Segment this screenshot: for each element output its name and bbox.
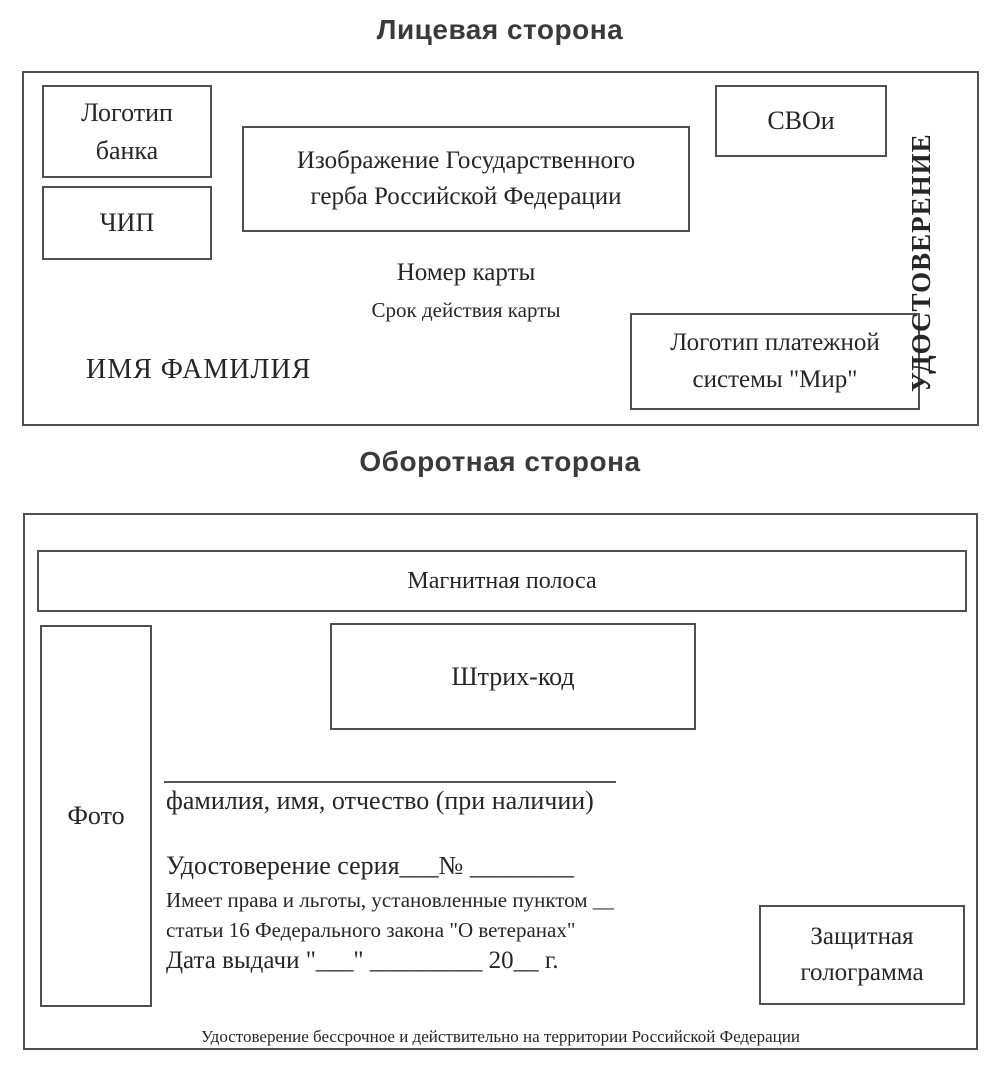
back-card: Магнитная полоса Фото Штрих-код фамилия,…	[23, 513, 978, 1050]
rights-line-2: статьи 16 Федерального закона "О ветеран…	[166, 918, 576, 942]
security-hologram-box: Защитная голограмма	[759, 905, 965, 1005]
front-card: Логотип банка ЧИП Изображение Государств…	[22, 71, 979, 426]
state-emblem-box: Изображение Государственного герба Росси…	[242, 126, 690, 232]
udostoverenie-vertical-label: УДОСТОВЕРЕНИЕ	[906, 133, 936, 393]
back-side-title: Оборотная сторона	[359, 446, 641, 477]
rights-line-1: Имеет права и льготы, установленные пунк…	[166, 888, 614, 912]
front-side-title: Лицевая сторона	[376, 14, 624, 45]
card-validity-label: Срок действия карты	[371, 298, 561, 322]
magnetic-stripe-box: Магнитная полоса	[37, 550, 967, 612]
cardholder-name-label: ИМЯ ФАМИЛИЯ	[86, 354, 312, 385]
issue-date-line: Дата выдачи "___" _________ 20__ г.	[166, 947, 559, 974]
fio-caption: фамилия, имя, отчество (при наличии)	[166, 786, 594, 815]
validity-footnote: Удостоверение бессрочное и действительно…	[201, 1027, 800, 1046]
card-number-label: Номер карты	[396, 259, 536, 286]
bank-logo-box: Логотип банка	[42, 85, 212, 178]
certificate-series-line: Удостоверение серия___№ ________	[166, 851, 574, 880]
svoi-box: СВОи	[715, 85, 887, 157]
fio-underline	[164, 781, 616, 783]
chip-box: ЧИП	[42, 186, 212, 260]
photo-box: Фото	[40, 625, 152, 1007]
barcode-box: Штрих-код	[330, 623, 696, 730]
mir-payment-logo-box: Логотип платежной системы "Мир"	[630, 313, 920, 410]
